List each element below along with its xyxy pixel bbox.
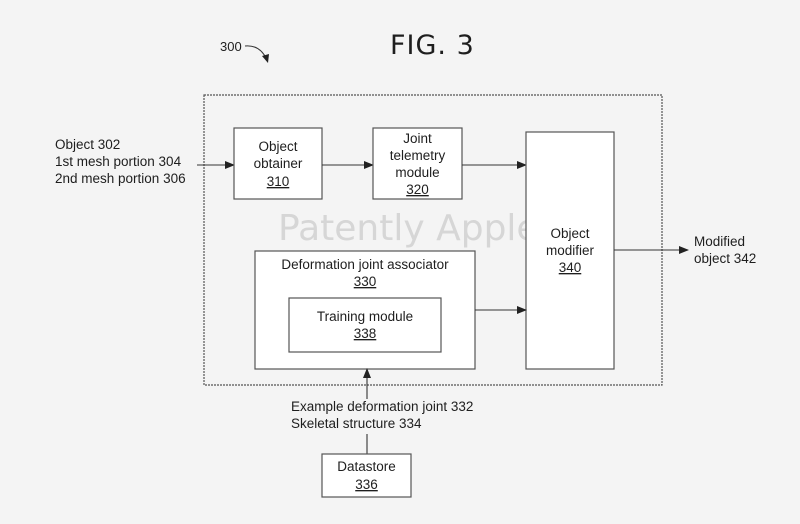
- joint-telemetry-label-1: Joint: [403, 131, 432, 146]
- joint-telemetry-label-3: module: [395, 165, 439, 180]
- object-obtainer-label-1: Object: [258, 139, 297, 154]
- block-datastore[interactable]: Datastore 336: [321, 453, 412, 498]
- training-module-label: Training module: [317, 309, 413, 324]
- joint-telemetry-label-2: telemetry: [390, 148, 446, 163]
- object-obtainer-label-2: obtainer: [254, 156, 303, 171]
- object-obtainer-number: 310: [267, 174, 290, 189]
- deformation-associator-number: 330: [354, 274, 377, 289]
- block-joint-telemetry-module[interactable]: Joint telemetry module 320: [372, 127, 463, 200]
- datastore-labels: Example deformation joint 332 Skeletal s…: [291, 399, 473, 431]
- object-obtainer-box[interactable]: [233, 127, 323, 200]
- output-label-2: object 342: [694, 251, 756, 266]
- datastore-label: Datastore: [337, 459, 396, 474]
- output-labels: Modified object 342: [694, 234, 756, 266]
- datastore-box[interactable]: [321, 453, 412, 498]
- joint-telemetry-number: 320: [406, 182, 429, 197]
- datastore-label-1: Example deformation joint 332: [291, 399, 473, 414]
- system-boundary: [203, 94, 663, 386]
- reference-arrowhead-icon: [262, 54, 269, 63]
- datastore-label-2: Skeletal structure 334: [291, 416, 422, 431]
- training-module-number: 338: [354, 326, 377, 341]
- input-mesh-1-label: 1st mesh portion 304: [55, 154, 182, 169]
- figure-title: FIG. 3: [390, 30, 475, 61]
- watermark: Patently Apple: [278, 208, 539, 249]
- block-object-modifier[interactable]: Object modifier 340: [525, 131, 615, 370]
- block-training-module[interactable]: Training module 338: [288, 297, 442, 353]
- deformation-associator-label: Deformation joint associator: [281, 257, 449, 272]
- object-modifier-label-1: Object: [550, 226, 589, 241]
- input-mesh-2-label: 2nd mesh portion 306: [55, 171, 186, 186]
- block-deformation-joint-associator[interactable]: Deformation joint associator 330 Trainin…: [254, 250, 476, 370]
- output-label-1: Modified: [694, 234, 745, 249]
- object-modifier-number: 340: [559, 260, 582, 275]
- datastore-number: 336: [355, 477, 378, 492]
- input-object-label: Object 302: [55, 137, 120, 152]
- block-object-obtainer[interactable]: Object obtainer 310: [233, 127, 323, 200]
- input-labels: Object 302 1st mesh portion 304 2nd mesh…: [55, 137, 186, 186]
- joint-telemetry-box[interactable]: [372, 127, 463, 200]
- object-modifier-label-2: modifier: [546, 243, 595, 258]
- reference-number: 300: [220, 39, 242, 54]
- training-module-box[interactable]: [288, 297, 442, 353]
